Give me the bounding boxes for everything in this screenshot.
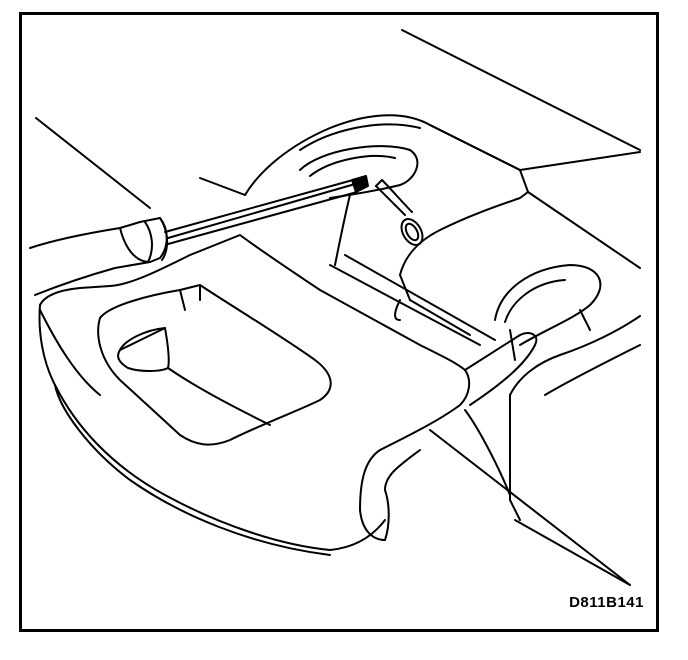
background-lines [35,29,641,209]
armrest [38,234,538,551]
seat-back [244,114,641,276]
seat-bottom-right [429,315,641,586]
armrest-lower [39,309,331,556]
screwdriver [29,175,369,296]
right-pocket [494,264,602,361]
cup-holder-recess [97,284,332,446]
hinge-bar [329,254,496,346]
upper-pocket [299,145,419,266]
figure-frame [19,12,659,632]
clip [375,179,424,246]
figure-code: D811B141 [569,594,644,611]
